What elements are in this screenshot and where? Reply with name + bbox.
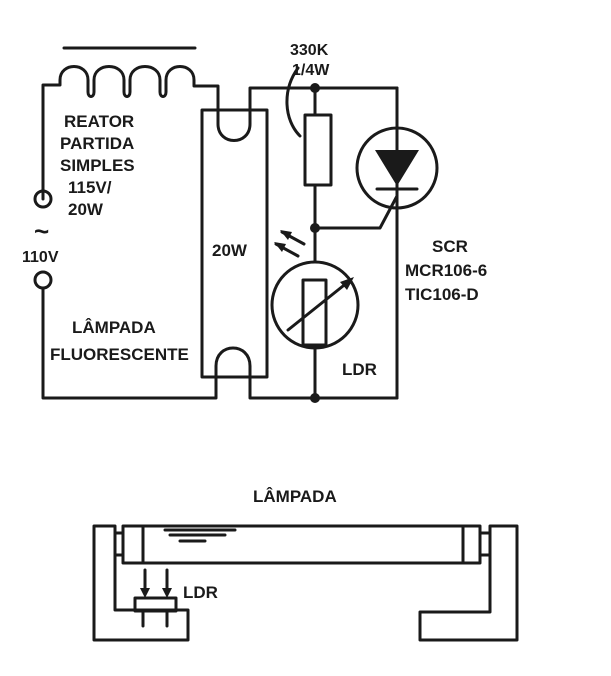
lamp-tube: [121, 524, 482, 565]
reactor-label-line1: REATOR: [64, 112, 134, 131]
resistor-callout-line: [285, 66, 302, 138]
reactor-label-line2: PARTIDA: [60, 134, 134, 153]
ldr-photoresistor: [270, 230, 360, 400]
lamp-body: [200, 108, 269, 379]
light-arrows-icon: [274, 230, 306, 258]
supply-voltage-label: 110V: [22, 249, 59, 266]
left-lamp-holder: [92, 524, 190, 642]
supply-terminal-2: [33, 270, 53, 290]
scr-label: SCR: [432, 237, 468, 256]
ac-symbol: ~: [34, 216, 49, 246]
scr-part-2: TIC106-D: [405, 285, 479, 304]
lamp-bottom-filament: [214, 346, 399, 400]
ldr-sensor: [133, 596, 178, 613]
reactor-inductor: [41, 46, 220, 201]
fluorescent-lamp: [200, 86, 399, 400]
resistor-power-label: 1/4W: [292, 62, 330, 79]
mounting-title: LÂMPADA: [253, 487, 337, 506]
right-lamp-holder: [418, 524, 519, 642]
lamp-label-line2: FLUORESCENTE: [50, 345, 189, 364]
return-wire: [41, 286, 218, 400]
lamp-label-line1: LÂMPADA: [72, 318, 156, 337]
lamp-top-filament: [216, 86, 399, 142]
scr-thyristor: [313, 86, 439, 400]
mounting-drawing: [92, 524, 519, 642]
mounting-ldr-label: LDR: [183, 583, 218, 602]
lamp-power-label: 20W: [212, 241, 248, 260]
resistor-value-label: 330K: [290, 42, 329, 59]
junction-node-top: [310, 83, 320, 93]
ldr-label: LDR: [342, 360, 377, 379]
supply-terminal-1: [33, 189, 53, 209]
reactor-label-line4: 115V/: [68, 178, 112, 197]
scr-part-1: MCR106-6: [405, 261, 487, 280]
resistor-330k: [303, 113, 333, 187]
reactor-label-line5: 20W: [68, 200, 104, 219]
reactor-label-line3: SIMPLES: [60, 156, 135, 175]
reactor-coil: [41, 65, 220, 201]
